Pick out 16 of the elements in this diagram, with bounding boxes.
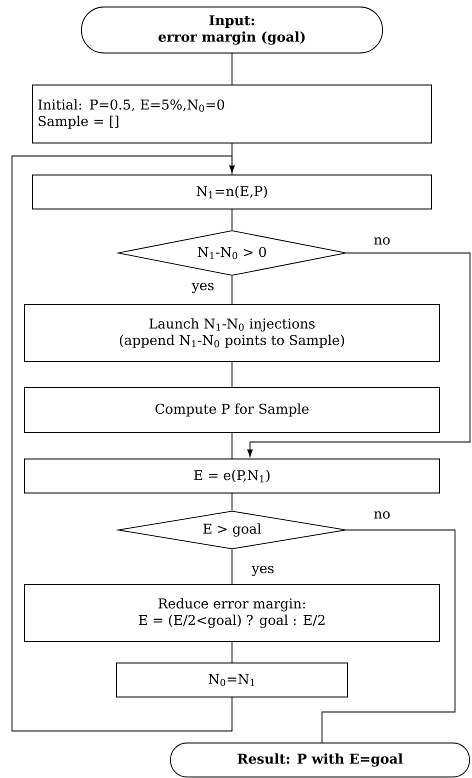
arrow [247,252,470,457]
process-box: E = e(P,N$_{1}$) [24,458,440,494]
edge-label: no [372,510,392,520]
process-box: Launch N$_{1}$-N$_{0}$ injections (append N$_{1}$-N$_{0}$ points to Sample) [24,304,440,362]
process-box: N$_{1}$=n(E,P) [32,174,432,210]
edge-label: no [372,236,392,246]
process-box: Reduce error margin: E = (E/2<goal) ? goal : E/2 [24,584,440,642]
process-box: N$_{0}$=N$_{1}$ [116,662,348,698]
edge-label: yes [190,282,216,294]
terminal-box: Result: P with E=goal [170,742,470,778]
edge-label: yes [250,564,276,578]
terminal-box: Input: error margin (goal) [81,6,383,54]
process-box: Initial: P=0.5, E=5%,N$_{0}$=0 Sample = [] [32,84,432,144]
connector-line [322,530,456,743]
arrow [12,156,235,732]
process-box: Compute P for Sample [24,387,440,433]
